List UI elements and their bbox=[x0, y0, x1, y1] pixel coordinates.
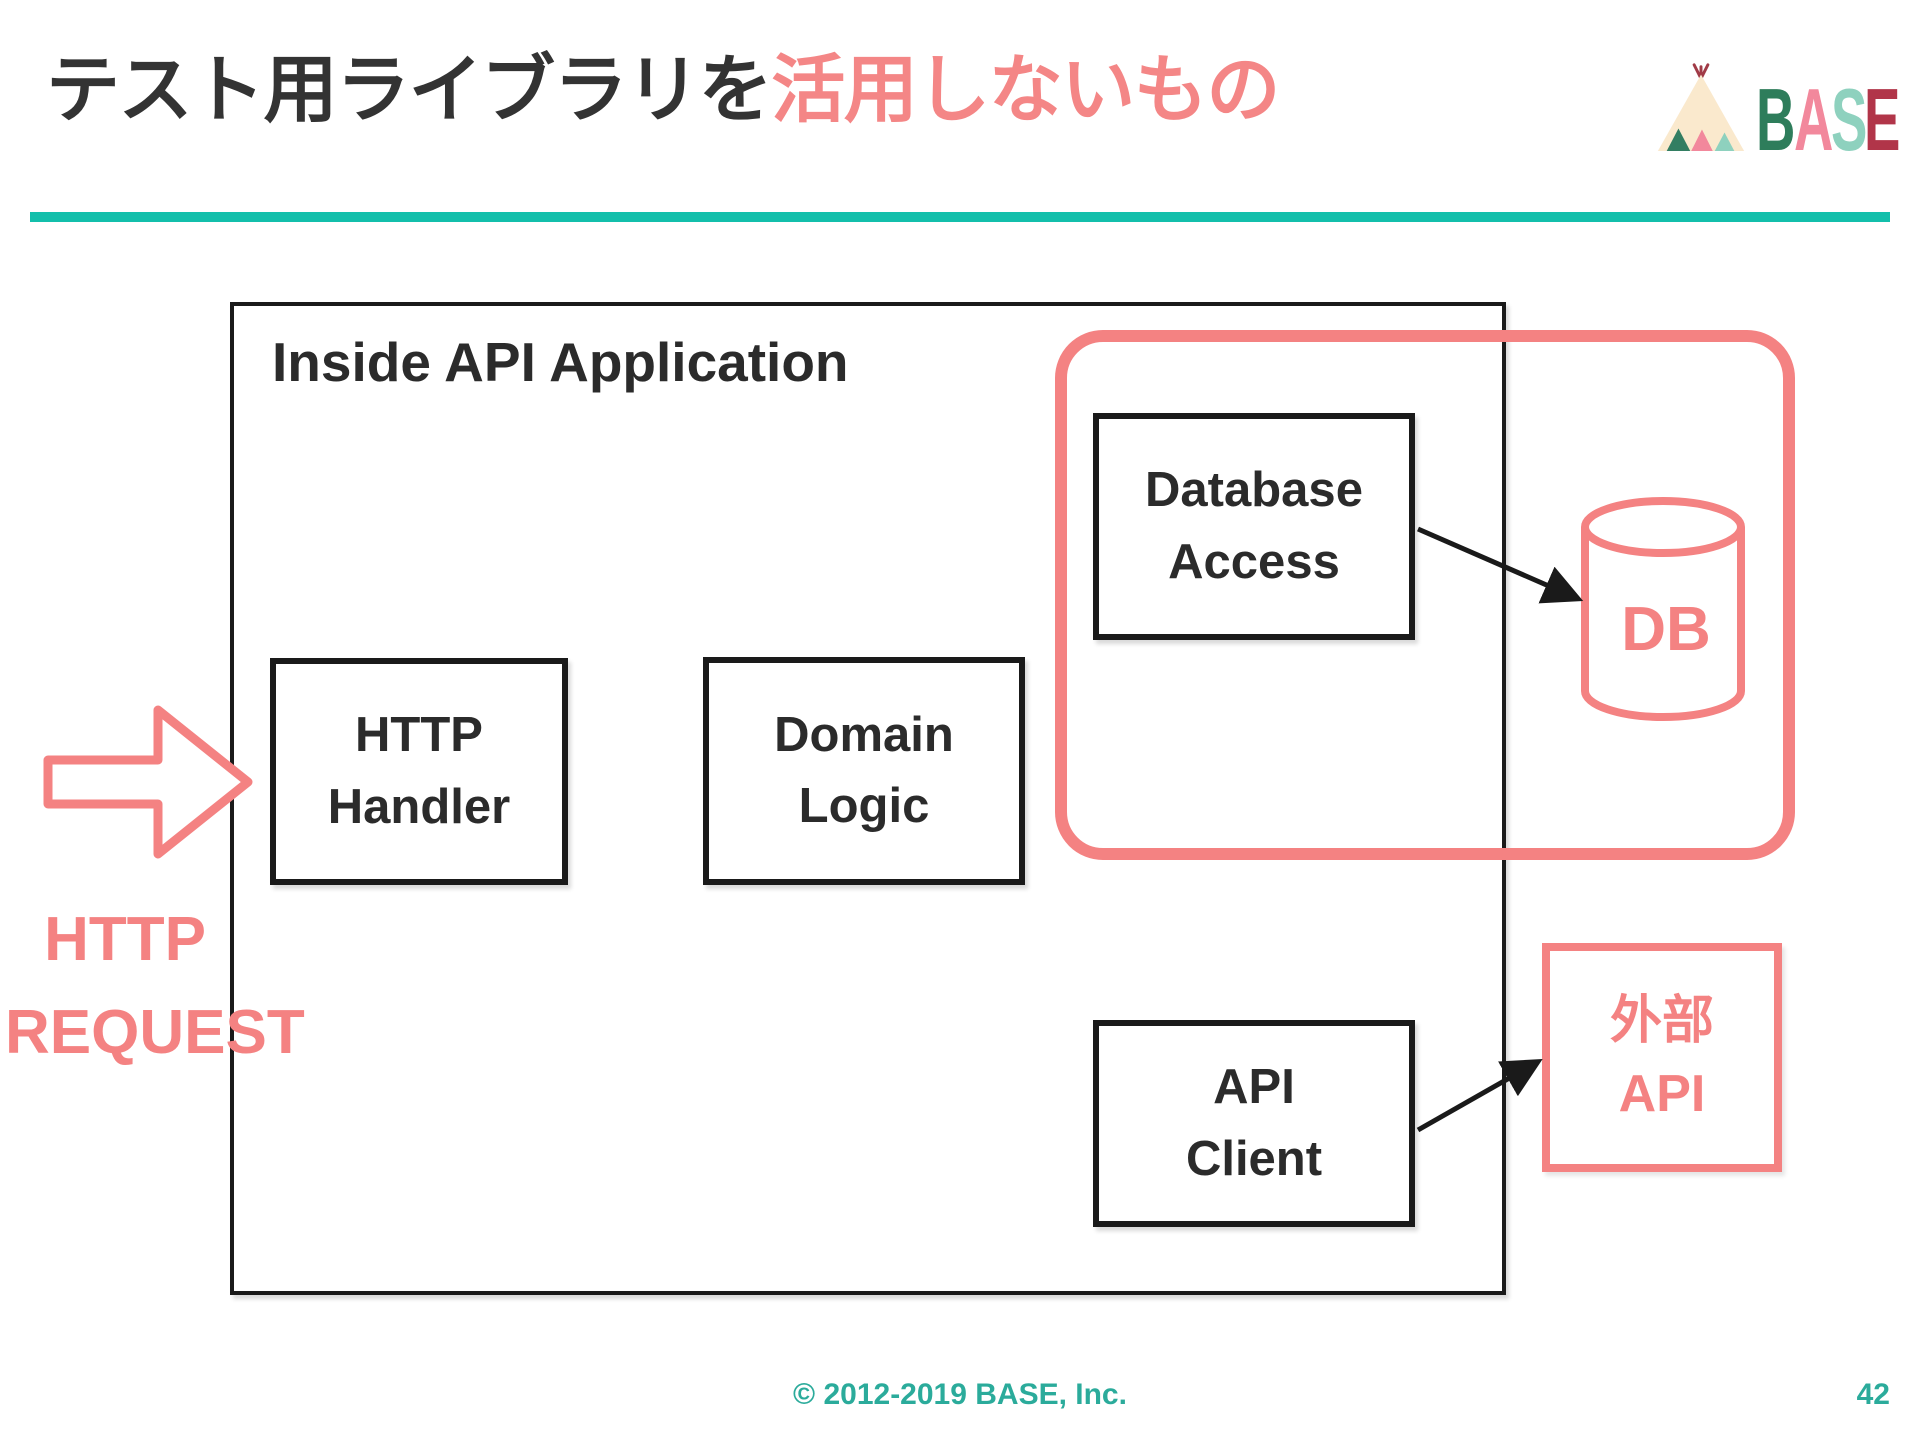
database-access-label-line2: Access bbox=[1168, 534, 1340, 589]
title-black-part: テスト用ライブラリを bbox=[46, 48, 773, 131]
domain-logic-label-line1: Domain bbox=[774, 707, 954, 762]
database-highlight-region bbox=[1055, 330, 1795, 860]
domain-logic-label-line2: Logic bbox=[798, 779, 930, 833]
tent-icon bbox=[1657, 63, 1745, 152]
http-handler-node: HTTP Handler bbox=[270, 658, 568, 885]
logo-letter-s: S bbox=[1831, 70, 1869, 170]
api-client-label-line2: Client bbox=[1185, 1131, 1323, 1186]
arrow-apiclient-to-external bbox=[1416, 1059, 1543, 1133]
logo-text: B A S E bbox=[1756, 70, 1900, 170]
external-api-node: 外部 API bbox=[1542, 943, 1782, 1172]
logo-letter-a: A bbox=[1793, 70, 1835, 170]
domain-logic-node: Domain Logic bbox=[703, 657, 1025, 885]
api-client-node: API Client bbox=[1093, 1020, 1415, 1227]
api-application-label: Inside API Application bbox=[272, 331, 849, 393]
external-api-label-line2: API bbox=[1618, 1064, 1706, 1123]
base-logo: B A S E bbox=[1652, 50, 1912, 170]
db-label: DB bbox=[1621, 595, 1711, 664]
copyright-text: © 2012-2019 BASE, Inc. bbox=[793, 1378, 1127, 1411]
api-client-label-line1: API bbox=[1213, 1060, 1295, 1115]
database-access-label-line1: Database bbox=[1145, 463, 1363, 518]
http-request-label: HTTP REQUEST bbox=[5, 893, 305, 1079]
http-handler-label-line2: Handler bbox=[327, 779, 511, 834]
http-handler-label-line1: HTTP bbox=[355, 708, 483, 763]
http-request-label-line1: HTTP bbox=[44, 905, 206, 974]
http-request-arrow-icon bbox=[43, 705, 253, 859]
database-access-node: Database Access bbox=[1093, 413, 1415, 640]
http-request-label-line2: REQUEST bbox=[5, 998, 305, 1067]
logo-letter-b: B bbox=[1756, 70, 1797, 170]
database-cylinder-icon: DB bbox=[1581, 497, 1745, 721]
external-api-label-line1: 外部 bbox=[1609, 991, 1714, 1050]
logo-letter-e: E bbox=[1863, 70, 1902, 170]
page-number: 42 bbox=[1856, 1378, 1890, 1411]
title-divider bbox=[30, 212, 1890, 222]
title-pink-part: 活用しないもの bbox=[771, 48, 1280, 131]
page-title: テスト用ライブラリを活用しないもの bbox=[46, 42, 1280, 138]
arrow-dbaccess-to-db bbox=[1417, 526, 1584, 604]
